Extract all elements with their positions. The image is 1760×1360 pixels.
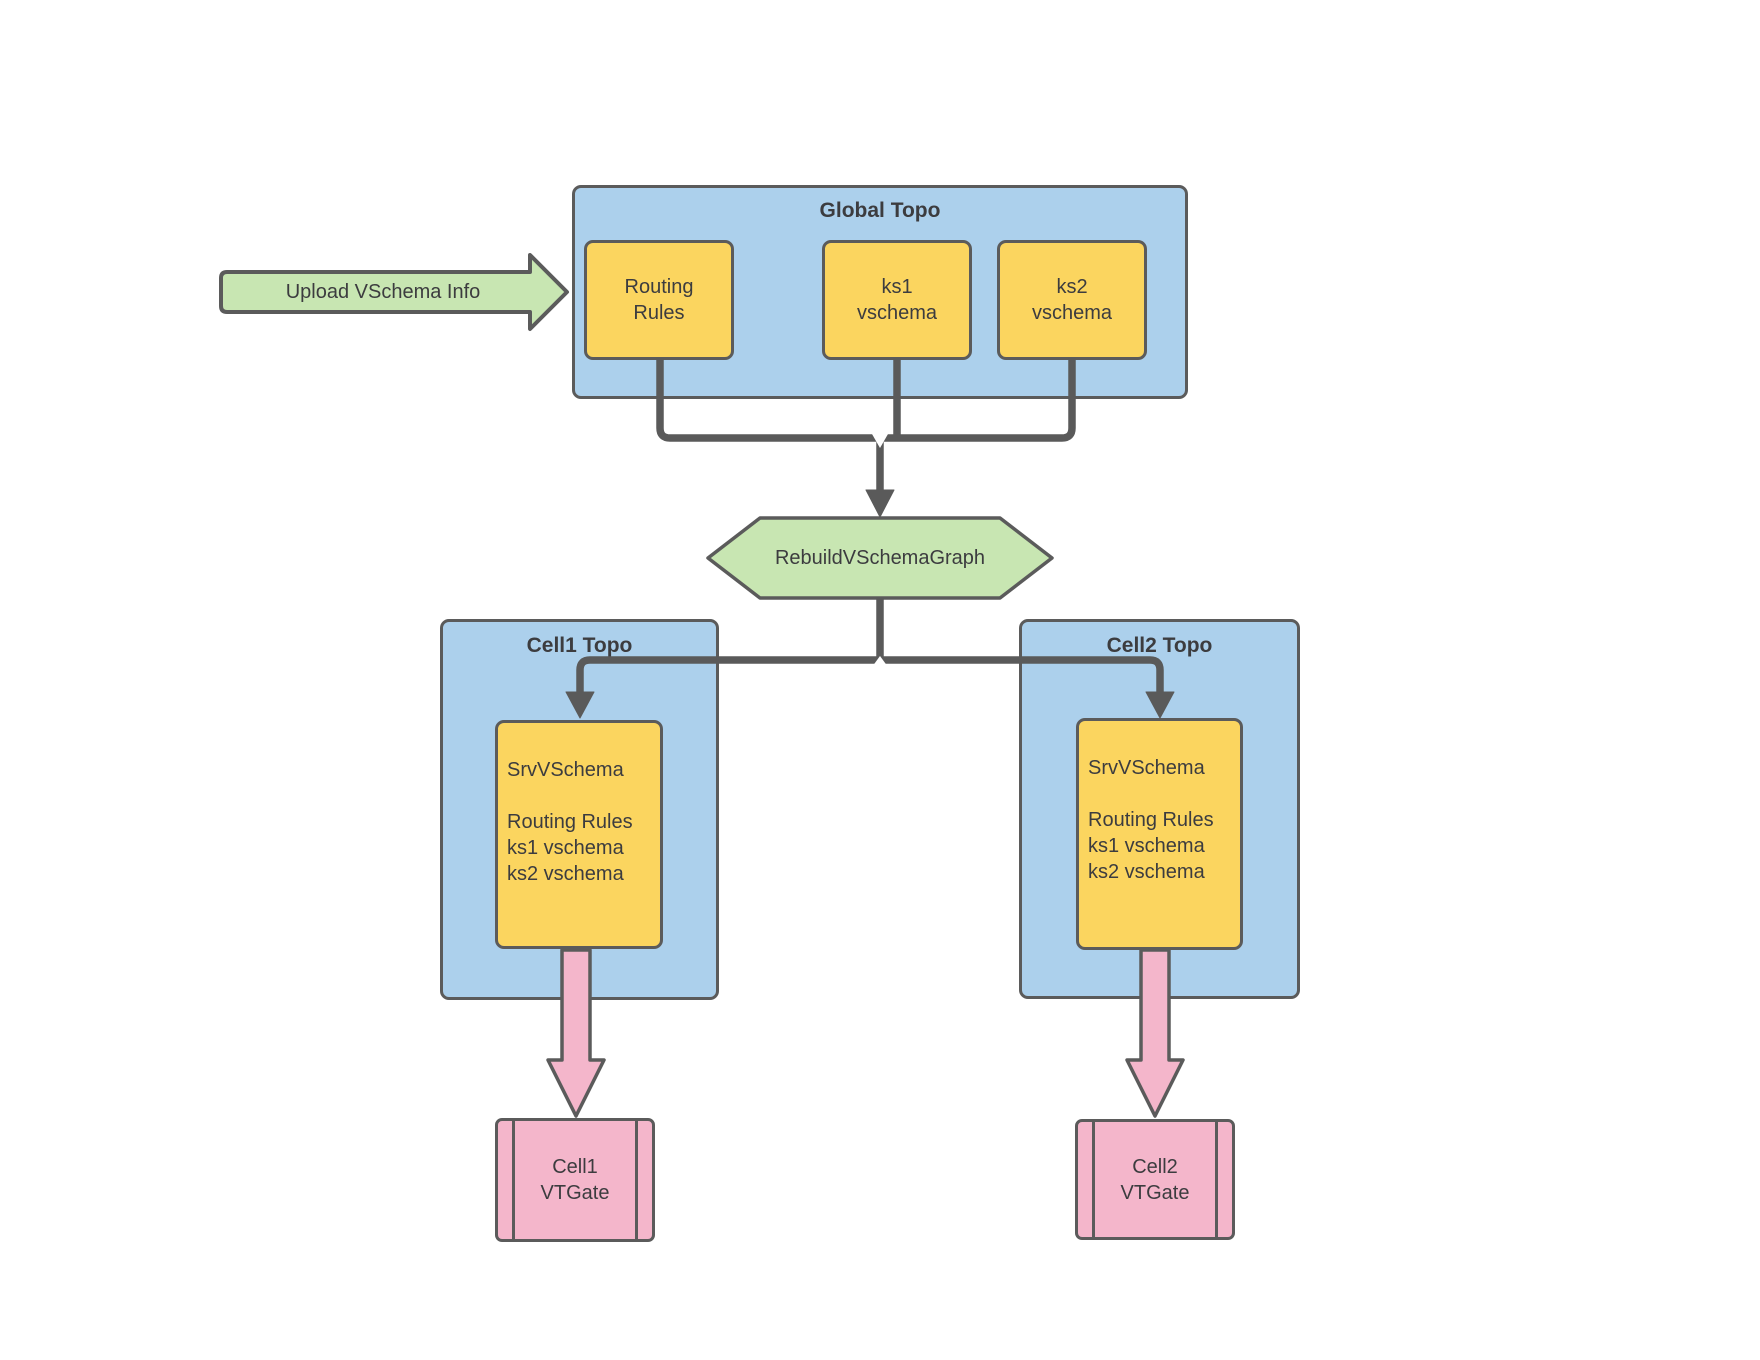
vtgate-left-rib — [512, 1121, 515, 1239]
cell2-srvvschema-label: SrvVSchema Routing Rules ks1 vschema ks2… — [1088, 757, 1214, 883]
ks1-vschema-label: ks1 vschema — [856, 276, 938, 324]
vtgate-right-rib — [1215, 1122, 1218, 1237]
cell2-vtgate-node: Cell2 VTGate — [1075, 1119, 1235, 1240]
cell2-topo-title: Cell2 Topo — [1106, 634, 1213, 657]
routing-rules-label: Routing Rules — [624, 276, 694, 324]
rebuild-vschemagraph-label: RebuildVSchemaGraph — [774, 547, 986, 569]
rebuild-arrowhead-icon — [865, 489, 895, 518]
ks2-vschema-label: ks2 vschema — [1031, 276, 1113, 324]
cell1-vtgate-node: Cell1 VTGate — [495, 1118, 655, 1242]
vtgate-left-rib — [1092, 1122, 1095, 1237]
upload-vschema-label: Upload VSchema Info — [285, 281, 481, 303]
vtgate-right-rib — [635, 1121, 638, 1239]
junction-notch-top — [872, 434, 888, 448]
junction-notch-bottom — [872, 656, 888, 667]
ks1-vschema-node: ks1 vschema — [822, 240, 972, 360]
cell2-vtgate-label: Cell2 VTGate — [1120, 1155, 1190, 1204]
cell1-topo-title: Cell1 Topo — [526, 634, 633, 657]
cell2-srvvschema-node: SrvVSchema Routing Rules ks1 vschema ks2… — [1076, 718, 1243, 950]
routing-rules-node: Routing Rules — [584, 240, 734, 360]
ks2-vschema-node: ks2 vschema — [997, 240, 1147, 360]
cell1-srvvschema-node: SrvVSchema Routing Rules ks1 vschema ks2… — [495, 720, 663, 949]
cell1-vtgate-label: Cell1 VTGate — [540, 1156, 610, 1204]
cell1-srvvschema-label: SrvVSchema Routing Rules ks1 vschema ks2… — [507, 759, 633, 885]
global-topo-title: Global Topo — [819, 199, 941, 222]
